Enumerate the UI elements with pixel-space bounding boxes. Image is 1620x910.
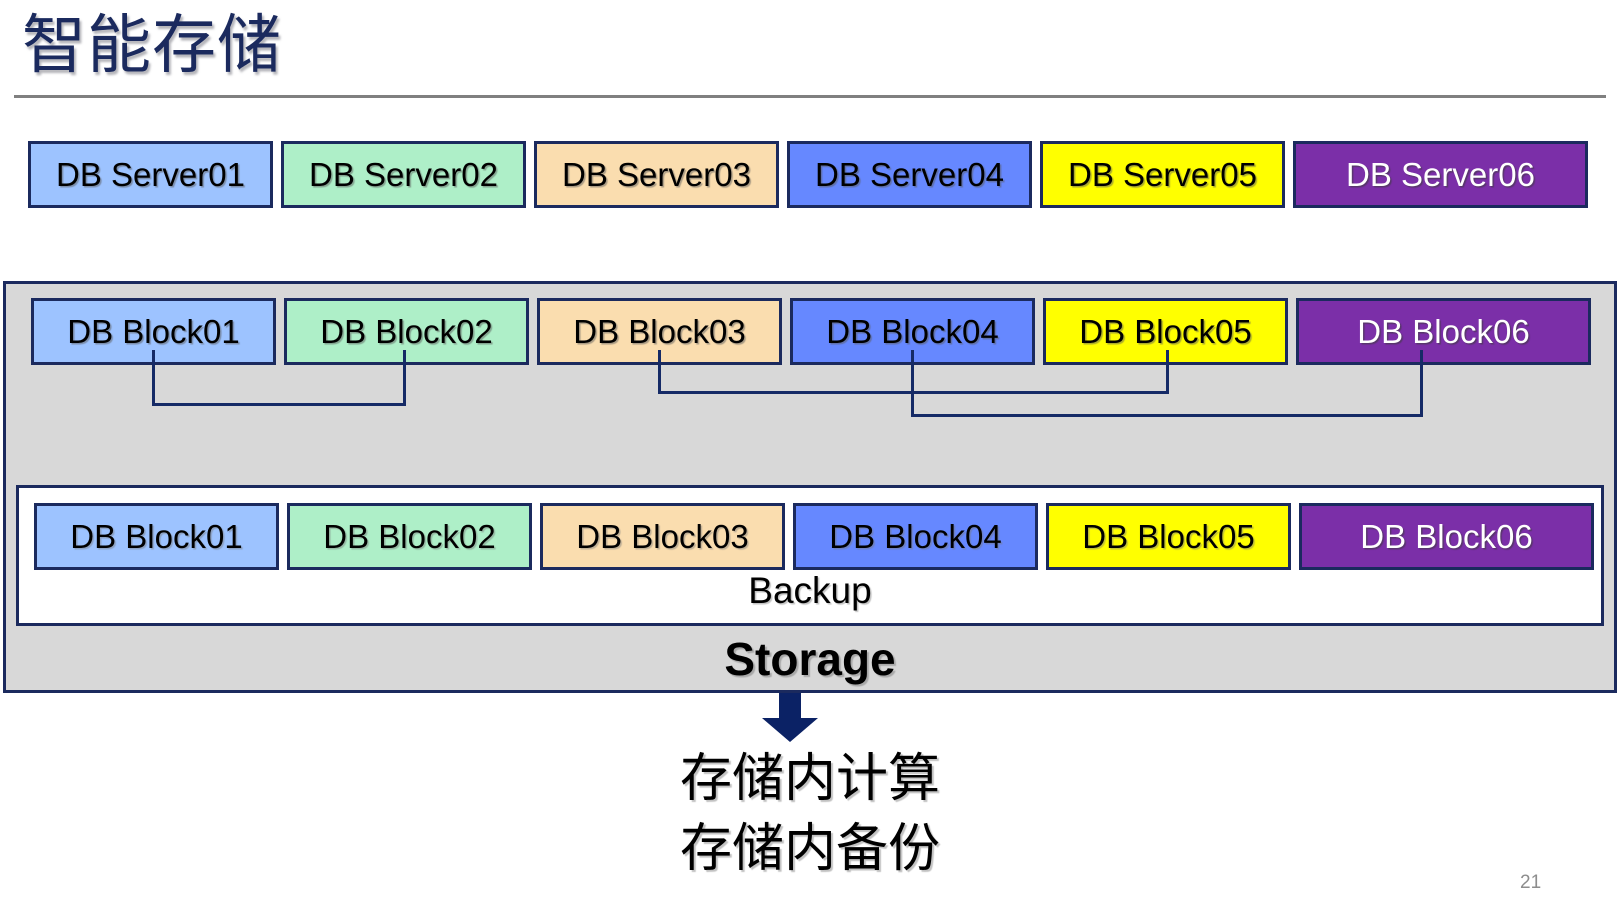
db-block-backup-5[interactable]: DB Block05 bbox=[1046, 503, 1291, 570]
page-title: 智能存储 bbox=[22, 9, 282, 81]
db-server-box-label: DB Server03 bbox=[562, 155, 751, 193]
connector-block04-vertical bbox=[911, 350, 914, 417]
db-server-box-1[interactable]: DB Server01 bbox=[28, 141, 273, 208]
db-server-box-label: DB Server06 bbox=[1346, 155, 1535, 193]
db-block-backup-label: DB Block06 bbox=[1360, 517, 1533, 555]
db-server-box-5[interactable]: DB Server05 bbox=[1040, 141, 1285, 208]
db-block-primary-label: DB Block01 bbox=[67, 312, 240, 350]
db-server-box-label: DB Server02 bbox=[309, 155, 498, 193]
db-block-primary-6[interactable]: DB Block06 bbox=[1296, 298, 1591, 365]
db-block-primary-label: DB Block06 bbox=[1357, 312, 1530, 350]
title-divider bbox=[14, 95, 1606, 98]
db-block-primary-label: DB Block04 bbox=[826, 312, 999, 350]
db-block-backup-label: DB Block01 bbox=[70, 517, 243, 555]
caption-in-storage-compute: 存储内计算 bbox=[679, 750, 940, 808]
db-block-primary-5[interactable]: DB Block05 bbox=[1043, 298, 1288, 365]
connector-block01-vertical bbox=[152, 350, 155, 406]
db-server-box-6[interactable]: DB Server06 bbox=[1293, 141, 1588, 208]
db-block-backup-2[interactable]: DB Block02 bbox=[287, 503, 532, 570]
db-server-box-label: DB Server01 bbox=[56, 155, 245, 193]
connector-block05-vertical bbox=[1166, 350, 1169, 394]
db-block-backup-1[interactable]: DB Block01 bbox=[34, 503, 279, 570]
db-block-backup-4[interactable]: DB Block04 bbox=[793, 503, 1038, 570]
page-number: 21 bbox=[1520, 872, 1542, 893]
db-block-primary-label: DB Block05 bbox=[1079, 312, 1252, 350]
connector-block02-vertical bbox=[403, 350, 406, 406]
db-server-box-label: DB Server04 bbox=[815, 155, 1004, 193]
caption-in-storage-backup: 存储内备份 bbox=[679, 820, 940, 878]
db-server-box-4[interactable]: DB Server04 bbox=[787, 141, 1032, 208]
db-server-box-label: DB Server05 bbox=[1068, 155, 1257, 193]
db-block-primary-1[interactable]: DB Block01 bbox=[31, 298, 276, 365]
db-block-primary-label: DB Block03 bbox=[573, 312, 746, 350]
db-block-primary-label: DB Block02 bbox=[320, 312, 493, 350]
db-block-backup-6[interactable]: DB Block06 bbox=[1299, 503, 1594, 570]
backup-box: DB Block06 DB Block05 DB Block04 DB Block03… bbox=[16, 485, 1604, 626]
connector-pair-c-horizontal bbox=[911, 414, 1423, 417]
db-block-backup-label: DB Block02 bbox=[323, 517, 496, 555]
storage-label: Storage bbox=[724, 633, 896, 685]
db-block-backup-label: DB Block03 bbox=[576, 517, 749, 555]
db-block-backup-label: DB Block04 bbox=[829, 517, 1002, 555]
connector-pair-a-horizontal bbox=[152, 403, 406, 406]
db-block-primary-2[interactable]: DB Block02 bbox=[284, 298, 529, 365]
db-server-box-2[interactable]: DB Server02 bbox=[281, 141, 526, 208]
db-block-backup-3[interactable]: DB Block03 bbox=[540, 503, 785, 570]
db-server-box-3[interactable]: DB Server03 bbox=[534, 141, 779, 208]
connector-block06-vertical bbox=[1420, 350, 1423, 417]
db-block-backup-label: DB Block05 bbox=[1082, 517, 1255, 555]
down-arrow-icon bbox=[762, 693, 818, 742]
backup-label: Backup bbox=[748, 570, 872, 611]
connector-block03-vertical bbox=[658, 350, 661, 394]
storage-container: DB Block06 DB Block05 DB Block04 DB Block03… bbox=[3, 281, 1617, 742]
